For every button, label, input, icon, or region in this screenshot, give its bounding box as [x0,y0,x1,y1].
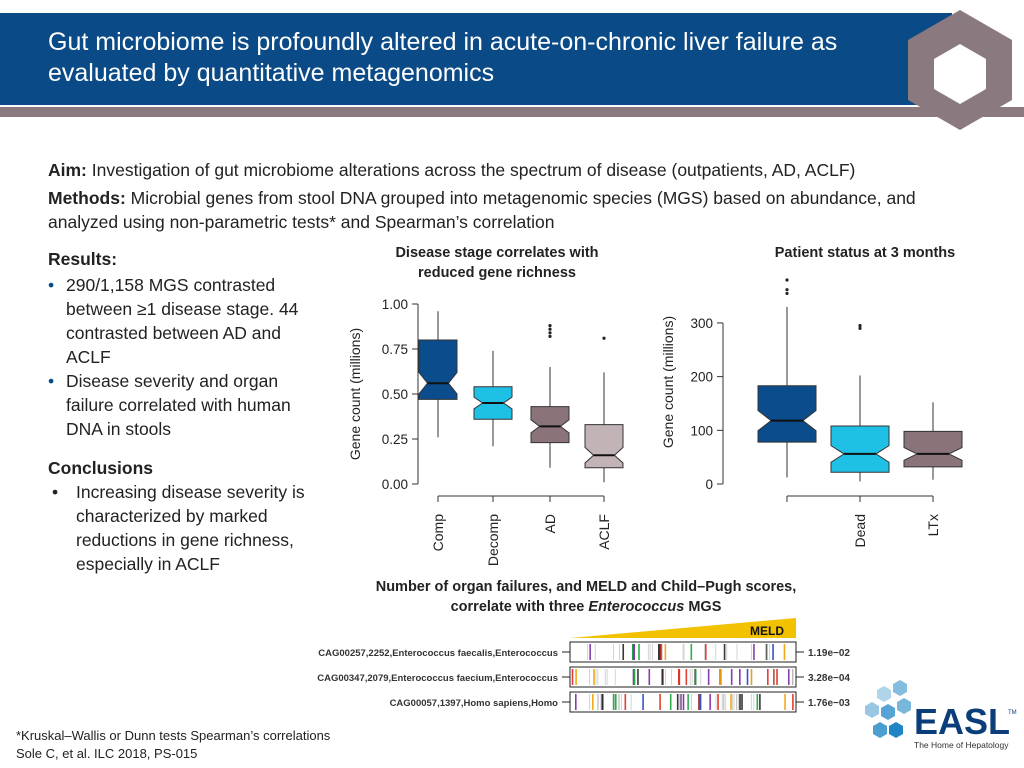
mgs-row-pvalue: 1.76e−03 [808,698,850,709]
svg-text:The Home of Hepatology: The Home of Hepatology [914,740,1009,750]
y-tick-label: 0 [705,477,713,492]
y-tick-label: 1.00 [382,297,408,312]
results-section: Results: •290/1,158 MGS contrasted betwe… [48,247,318,441]
box [830,425,890,473]
meld-label: MELD [750,624,784,638]
y-tick-label: 0.00 [382,477,408,492]
outlier-point [858,326,862,330]
box [530,406,570,444]
mgs-row: CAG00347,2079,Enterococcus faecium,Enter… [317,666,850,688]
mgs-row-pvalue: 3.28e−04 [808,673,850,684]
x-tick-label: ACLF [596,514,612,550]
mgs-row-name: CAG00347,2079,Enterococcus faecium,Enter… [317,673,558,684]
y-axis-label: Gene count (millions) [347,328,363,460]
outlier-point [548,331,552,335]
outlier-point [548,324,552,328]
mgs-row-pvalue: 1.19e−02 [808,648,850,659]
box-ACLF [584,336,624,483]
svg-text:TM: TM [1008,710,1017,716]
x-tick-label: Comp [430,514,446,552]
x-tick-label: AD [542,514,558,533]
box-AD [530,324,570,468]
mgs-title: Number of organ failures, and MELD and C… [375,579,797,615]
easl-hex-cluster-icon [865,680,911,738]
y-tick-label: 100 [690,423,713,438]
box-Decomp [473,350,513,447]
mgs-row-name: CAG00257,2252,Enterococcus faecalis,Ente… [318,648,558,659]
outlier-point [785,291,789,296]
mgs-heatmap: MELD CAG00257,2252,Enterococcus faecalis,… [317,618,850,713]
outlier-point [785,278,789,282]
x-tick-label: Dead [852,514,868,547]
y-tick-label: 300 [690,316,713,331]
mgs-row-track [569,666,797,688]
results-item: •290/1,158 MGS contrasted between ≥1 dis… [48,275,299,367]
box [903,430,963,468]
header-divider [0,107,1024,117]
patient-status-boxplot: 0 100 200 300 Gene count (millions) Dead LTx [660,278,963,547]
conclusions-item: •Increasing disease severity is characte… [52,482,305,574]
footnote: *Kruskal–Wallis or Dunn tests Spearman’s… [16,728,331,761]
x-tick-label: LTx [925,514,941,536]
y-tick-label: 0.75 [382,342,408,357]
meld-gradient-wedge [570,618,796,638]
outlier-point [548,334,552,338]
y-tick-label: 200 [690,370,713,385]
header-banner: Gut microbiome is profoundly altered in … [0,0,1024,130]
y-axis-label: Gene count (millions) [660,316,676,448]
results-header: Results: [48,249,118,269]
conclusions-header: Conclusions [48,458,154,478]
y-tick-label: 0.25 [382,432,408,447]
conclusions-section: Conclusions •Increasing disease severity… [48,456,318,576]
box-group-0 [757,278,817,478]
box-LTx [903,402,963,480]
outlier-point [548,327,552,331]
outlier-point [602,336,606,340]
easl-logo: EASL TM The Home of Hepatology [865,680,1017,750]
chart2-title: Patient status at 3 months [774,245,956,261]
easl-wordmark: EASL [914,701,1010,742]
hexagon-logo-icon [908,10,1012,130]
chart1-title: Disease stage correlates with reduced ge… [395,245,599,281]
box [418,339,458,400]
header-blue-bar [0,13,952,105]
y-tick-label: 0.50 [382,387,408,402]
mgs-row: CAG00057,1397,Homo sapiens,Homo 1.76e−03 [390,691,850,713]
box [757,385,817,443]
box-Comp [418,311,458,438]
methods-statement: Methods: Microbial genes from stool DNA … [48,188,916,232]
box-Dead [830,324,890,482]
aim-statement: Aim: Investigation of gut microbiome alt… [48,160,856,180]
mgs-row-name: CAG00057,1397,Homo sapiens,Homo [390,698,559,709]
mgs-row: CAG00257,2252,Enterococcus faecalis,Ente… [318,641,850,663]
outlier-point [858,324,862,328]
results-item: •Disease severity and organ failure corr… [48,371,291,439]
page-title: Gut microbiome is profoundly altered in … [48,28,838,87]
x-tick-label: Decomp [485,514,501,566]
box [584,424,624,469]
outlier-point [785,288,789,292]
